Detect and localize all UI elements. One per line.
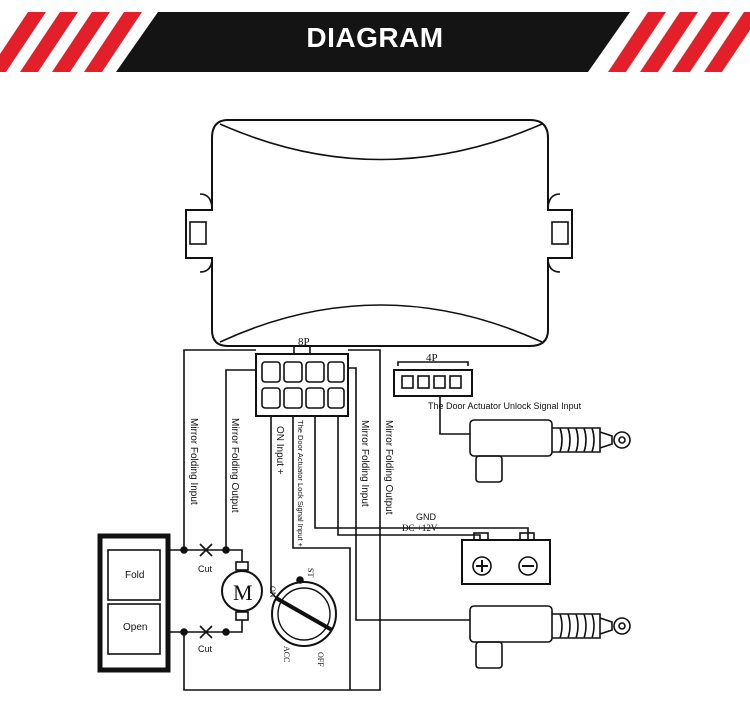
switch-panel (97, 533, 171, 673)
wire-dc-12v-path (337, 416, 481, 540)
four-pin-label: 4P (426, 352, 438, 364)
wire-labels: Mirror Folding Input Mirror Folding Outp… (188, 418, 394, 548)
cut-icon-top (199, 543, 213, 557)
wire-fold-to-motor (168, 549, 243, 562)
fold-button[interactable] (107, 549, 161, 601)
door-actuator-top (469, 419, 631, 483)
label-mirror-folding-input-left: Mirror Folding Input (188, 418, 199, 505)
motor-label: M (233, 580, 253, 605)
mount-tab-right (551, 221, 569, 245)
battery (461, 532, 551, 585)
banner-stripes-left (0, 12, 142, 72)
control-module-left-step (199, 193, 213, 273)
wire-door-lock-input (292, 416, 351, 690)
label-mirror-folding-input-right: Mirror Folding Input (359, 420, 370, 507)
control-module-top-curve (219, 123, 543, 161)
ignition-on: ON (268, 586, 277, 598)
junction-top-left (180, 546, 188, 554)
banner-background (116, 12, 630, 72)
eight-pin-connector (255, 353, 349, 417)
control-module-bottom-curve (219, 304, 543, 343)
four-pin-cavities (401, 375, 462, 389)
label-mirror-folding-output-left: Mirror Folding Output (229, 418, 240, 513)
open-label: Open (123, 622, 147, 633)
battery-positive-icon (472, 556, 492, 576)
wire-mirror-folding-output-right (183, 349, 381, 691)
battery-negative-icon (518, 556, 538, 576)
junction-top-right (222, 546, 230, 554)
ignition-acc: ACC (282, 646, 291, 662)
wire-gnd (314, 416, 529, 540)
ignition-st: ST (306, 568, 315, 577)
wire-open-to-motor (168, 620, 243, 633)
junction-bottom-left (180, 628, 188, 636)
wire-mirror-folding-output-left (225, 369, 256, 548)
eight-pin-cavities (261, 361, 345, 409)
eight-pin-label: 8P (298, 336, 310, 348)
eight-pin-latch (293, 345, 311, 354)
cut-label-top: Cut (198, 564, 213, 574)
label-mirror-folding-output-right: Mirror Folding Output (383, 420, 394, 515)
label-door-lock-input: The Door Actuator Lock Signal Input + (296, 420, 305, 548)
control-module-right-step (547, 193, 561, 273)
four-pin-connector (393, 369, 473, 397)
cut-label-bottom: Cut (198, 644, 213, 654)
fold-label: Fold (125, 570, 144, 581)
cut-icon-bottom (199, 625, 213, 639)
banner (0, 12, 750, 72)
label-dc-12v: DC +12V (402, 523, 438, 533)
open-button[interactable] (107, 603, 161, 655)
label-on-input: ON Input + (274, 426, 285, 475)
mount-tab-left (189, 221, 207, 245)
motor (221, 561, 263, 621)
wire-unlock-input (439, 396, 470, 435)
control-module (185, 119, 573, 347)
junction-bottom-right (222, 628, 230, 636)
banner-stripes-right (608, 12, 750, 72)
door-actuator-bottom (469, 605, 631, 669)
ignition-switch (271, 576, 337, 647)
ignition-off: OFF (316, 652, 325, 667)
banner-title: DIAGRAM (306, 22, 444, 53)
label-unlock-input: The Door Actuator Unlock Signal Input (428, 401, 582, 411)
wire-mirror-folding-input-left (183, 349, 256, 550)
four-pin-bracket (397, 361, 469, 366)
wire-mirror-folding-input-right (348, 367, 470, 621)
label-gnd: GND (416, 512, 437, 522)
